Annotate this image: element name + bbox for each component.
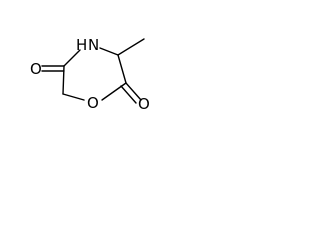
atom-label-n: N — [88, 36, 99, 54]
bond-c2-o1 — [101, 82, 127, 101]
bond-o1-c6 — [62, 93, 85, 101]
bond-c6-c5 — [62, 65, 65, 95]
atom-label-carbonyl-o-right: O — [138, 95, 150, 113]
bond-n4-c3 — [99, 47, 119, 56]
atom-label-ring-o: O — [87, 94, 99, 112]
atom-label-carbonyl-o-left: O — [30, 60, 42, 78]
bond-c5-n4 — [63, 49, 81, 67]
bond-c2-carbonyl-o — [125, 82, 142, 101]
structural-formula: H N O O O — [30, 36, 150, 113]
bond-c2-carbonyl-o-second — [120, 85, 137, 104]
bond-c3-c2 — [117, 54, 127, 84]
atom-label-h: H — [76, 36, 87, 54]
bond-c3-methyl — [117, 38, 145, 56]
bonds — [41, 38, 145, 104]
